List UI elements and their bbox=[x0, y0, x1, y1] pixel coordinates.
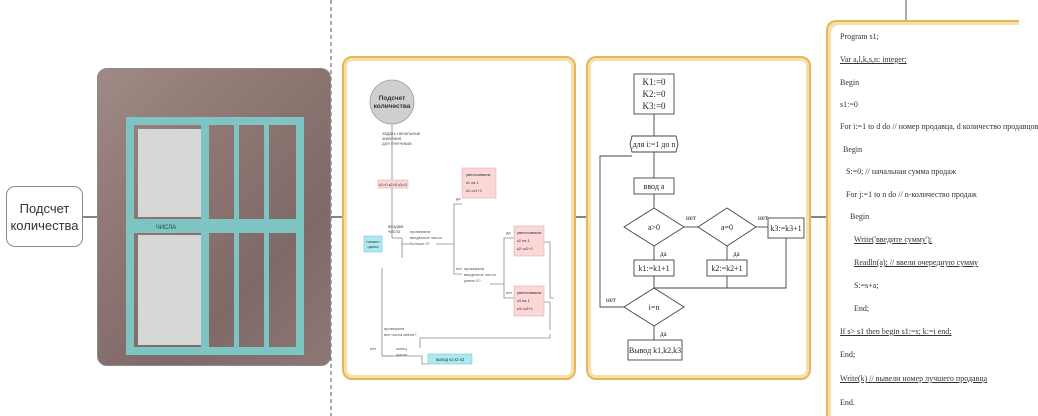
code-line: If s> s1 then begin s1:=s; k:=i end; bbox=[840, 327, 952, 336]
fc2-loop: для i:=1 до n bbox=[633, 140, 676, 149]
code-line: Begin bbox=[850, 212, 870, 221]
fc2-cond2: a=0 bbox=[721, 223, 733, 232]
code-line: For i:=1 to d do // номер продавца, d ко… bbox=[840, 122, 1038, 131]
fc2-inc2: k2:=k2+1 bbox=[711, 264, 742, 273]
flowchart-2: K1:=0 K2:=0 K3:=0 для i:=1 до n ввод a a… bbox=[599, 73, 805, 361]
fc2-init-l2: K2:=0 bbox=[642, 89, 666, 99]
fc1-start-cycle-l1: начало bbox=[366, 239, 380, 244]
fc1-check-all-l2: все числа ввели? bbox=[384, 332, 417, 337]
fc1-inc-k2-l2: к2 на 1 bbox=[517, 238, 531, 243]
code-line: Write('введите сумму'); bbox=[854, 235, 933, 244]
fc1-no-2: нет bbox=[506, 290, 512, 295]
fc2-no-1: нет bbox=[686, 214, 696, 222]
fc1-yes-1: да bbox=[456, 196, 461, 201]
flowchart-1: Подсчет количества задать начальные знач… bbox=[363, 79, 554, 365]
fc1-note1-l3: для счетчиков bbox=[382, 141, 412, 146]
code-line: End; bbox=[854, 304, 870, 313]
fc1-note1-l1: задать начальные bbox=[382, 131, 421, 136]
fc2-yes-3: да bbox=[660, 330, 668, 338]
fc2-inc1: k1:=k1+1 bbox=[638, 264, 669, 273]
fc1-check-pos-l3: больше 0? bbox=[410, 241, 431, 246]
code-line: s1:=0 bbox=[840, 100, 858, 109]
fc1-inc-k3-l3: к3:=к3+1 bbox=[517, 306, 534, 311]
fc2-init-l1: K1:=0 bbox=[642, 77, 666, 87]
fc1-check-zero-l2: введенное число bbox=[464, 272, 497, 277]
fc1-end-cycle-l1: конец bbox=[396, 346, 407, 351]
fc1-output: вывод к1 к2 к3 bbox=[436, 357, 465, 362]
fc1-check-pos-l2: введенное число bbox=[410, 235, 443, 240]
fc1-inc-k3-l2: к3 на 1 bbox=[517, 298, 531, 303]
fc1-check-pos-l1: проверяем bbox=[410, 229, 430, 234]
fc2-input: ввод a bbox=[644, 182, 665, 191]
counting-frame-photo: ЧИСЛА bbox=[126, 117, 304, 355]
code-line: Begin bbox=[843, 145, 863, 154]
fc1-init: к1=0 к2=0 к3=0 bbox=[379, 182, 408, 187]
code-line: For j:=1 to n do // n-количество продаж bbox=[846, 190, 977, 199]
code-line: Readln(a); // ввели очередную сумму bbox=[854, 258, 979, 267]
code-line: Var a,l,k,s,n: integer; bbox=[840, 55, 907, 64]
fc2-inc3: k3:=k3+1 bbox=[770, 224, 801, 233]
fc1-start-line2: количества bbox=[374, 103, 411, 110]
fc2-output: Вывод k1,k2,k3 bbox=[629, 346, 681, 355]
fc1-yes-2: да bbox=[506, 230, 511, 235]
fc1-start-line1: Подсчет bbox=[379, 95, 406, 102]
fc1-input-l1: вводим bbox=[388, 224, 403, 229]
fc2-cond1: a>0 bbox=[648, 223, 660, 232]
fc1-note1-l2: значения bbox=[382, 136, 402, 141]
fc1-inc-k1-l2: к1 на 1 bbox=[466, 180, 480, 185]
fc1-inc-k1-l3: к1:=к1+1 bbox=[466, 188, 483, 193]
fc2-init-l3: K3:=0 bbox=[642, 101, 666, 111]
fc1-inc-k3-l1: увеличиваем bbox=[517, 290, 542, 295]
fc1-check-zero-l3: равно 0? bbox=[464, 278, 481, 283]
fc1-check-zero-l1: проверяем bbox=[464, 266, 484, 271]
fc1-inc-k2-l1: увеличиваем bbox=[517, 230, 542, 235]
code-line: Write(k) // вывели номер лучшего продавц… bbox=[840, 374, 988, 383]
fc1-no-1: нет bbox=[456, 266, 462, 271]
code-line: End; bbox=[840, 350, 856, 359]
fc2-no-3: нет bbox=[606, 296, 616, 304]
fc1-check-all-l1: проверяем bbox=[384, 326, 404, 331]
flowchart-card-2[interactable]: K1:=0 K2:=0 K3:=0 для i:=1 до n ввод a a… bbox=[586, 56, 811, 380]
fc1-end-cycle-l2: цикла bbox=[396, 352, 408, 357]
photo-label: ЧИСЛА bbox=[156, 225, 176, 231]
fc1-start-cycle-l2: цикла bbox=[368, 244, 380, 249]
code-line: Program s1; bbox=[840, 32, 879, 41]
fc2-yes-1: да bbox=[660, 250, 668, 258]
code-line: S:=0; // начальная сумма продаж bbox=[846, 167, 957, 176]
code-line: Begin bbox=[840, 78, 860, 87]
fc2-yes-2: да bbox=[733, 250, 741, 258]
fc1-inc-k2-l3: к2:=к2+1 bbox=[517, 246, 534, 251]
code-line: S:=s+a; bbox=[854, 281, 879, 290]
fc2-no-2: нет bbox=[758, 214, 768, 222]
fc1-input-l2: число bbox=[388, 229, 401, 234]
fc1-no-3: нет bbox=[370, 346, 376, 351]
code-line: End. bbox=[840, 398, 855, 407]
flowchart-card-1[interactable]: Подсчет количества задать начальные знач… bbox=[342, 56, 576, 380]
photo-card[interactable]: ЧИСЛА bbox=[97, 68, 331, 366]
fc2-cond3: i=n bbox=[649, 303, 660, 312]
code-panel[interactable]: Program s1; Var a,l,k,s,n: integer; Begi… bbox=[826, 20, 1038, 416]
fc1-inc-k1-l1: увеличиваем bbox=[466, 172, 491, 177]
